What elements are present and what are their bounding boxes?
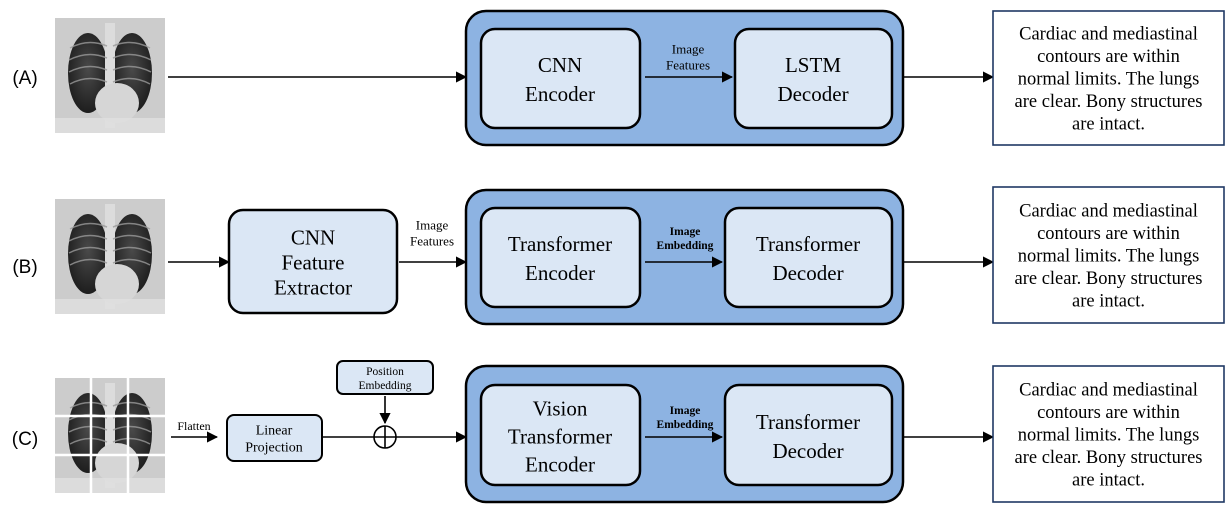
report-b-text-line: are clear. Bony structures <box>1014 269 1202 289</box>
transformer-decoder-label-c-line: Decoder <box>772 439 843 463</box>
report-b-text-line: Cardiac and mediastinal <box>1019 201 1198 221</box>
image-features-label-b-line: Features <box>410 234 454 249</box>
image-features-label-a-line: Image <box>672 42 705 57</box>
vision-transformer-encoder-block <box>479 383 642 487</box>
image-features-label-b-line: Image <box>416 218 449 233</box>
cnn-encoder-label-line: Encoder <box>525 82 595 106</box>
circle-plus-icon <box>373 425 397 449</box>
vision-transformer-encoder-label-line: Transformer <box>508 424 612 448</box>
cnn-feature-extractor-block <box>227 208 399 315</box>
report-a-text-line: are clear. Bony structures <box>1014 92 1202 112</box>
lstm-decoder-label: LSTM Decoder <box>777 53 848 106</box>
lstm-decoder-block <box>733 27 894 130</box>
report-b-text-line: contours are within <box>1037 224 1180 244</box>
cnn-feature-extractor-label-line: Extractor <box>274 275 352 299</box>
report-b <box>992 186 1225 324</box>
transformer-encoder-label-b-line: Encoder <box>525 261 595 285</box>
report-b-text-line: are intact. <box>1072 291 1145 311</box>
image-embedding-label-c-line: Image <box>670 405 701 417</box>
transformer-decoder-label-c-line: Transformer <box>756 410 860 434</box>
lstm-decoder-label-line: Decoder <box>777 82 848 106</box>
position-embedding-block <box>336 360 434 395</box>
cnn-encoder-label-line: CNN <box>538 53 582 77</box>
report-a-text-line: contours are within <box>1037 47 1180 67</box>
report-b-text-line: normal limits. The lungs <box>1018 246 1200 266</box>
cnn-encoder-block <box>479 27 642 130</box>
transformer-encoder-label-b-line: Transformer <box>508 232 612 256</box>
transformer-decoder-block-b <box>723 206 894 309</box>
report-c-text-line: contours are within <box>1037 403 1180 423</box>
report-a-text: Cardiac and mediastinal contours are with… <box>1014 24 1202 134</box>
linear-projection-block <box>226 414 323 462</box>
transformer-decoder-label-b-line: Decoder <box>772 261 843 285</box>
transformer-decoder-label-b-line: Transformer <box>756 232 860 256</box>
patch-grid <box>55 378 165 493</box>
linear-projection-label-line: Linear <box>256 423 293 438</box>
report-b-text: Cardiac and mediastinal contours are with… <box>1014 201 1202 311</box>
report-a-text-line: normal limits. The lungs <box>1018 69 1200 89</box>
chest-xray-icon <box>54 17 166 134</box>
flatten-label: Flatten <box>177 419 210 433</box>
cnn-feature-extractor-label-line: CNN <box>291 225 335 249</box>
transformer-encoder-block-b <box>479 206 642 309</box>
position-embedding-label-line: Embedding <box>358 380 411 392</box>
report-c-text-line: Cardiac and mediastinal <box>1019 380 1198 400</box>
report-c-text-line: are clear. Bony structures <box>1014 448 1202 468</box>
chest-xray-icon <box>54 377 166 494</box>
linear-projection-label-line: Projection <box>245 440 303 455</box>
row-label-c: (C) <box>12 429 38 450</box>
report-a-text-line: are intact. <box>1072 114 1145 134</box>
image-features-label-a-line: Features <box>666 58 710 73</box>
report-c <box>992 365 1225 503</box>
report-c-text: Cardiac and mediastinal contours are with… <box>1014 380 1202 490</box>
image-embedding-label-c-line: Embedding <box>657 419 714 431</box>
report-c-text-line: normal limits. The lungs <box>1018 425 1200 445</box>
lstm-decoder-label-line: LSTM <box>785 53 841 77</box>
report-c-text-line: are intact. <box>1072 470 1145 490</box>
row-label-a: (A) <box>12 68 37 89</box>
cnn-encoder-label: CNN Encoder <box>525 53 595 106</box>
row-label-b: (B) <box>12 257 37 278</box>
position-embedding-label-line: Position <box>366 366 404 378</box>
vision-transformer-encoder-label-line: Vision <box>533 396 588 420</box>
chest-xray-icon <box>54 198 166 315</box>
cnn-feature-extractor-label-line: Feature <box>282 250 345 274</box>
report-a-text-line: Cardiac and mediastinal <box>1019 24 1198 44</box>
transformer-decoder-block-c <box>723 383 894 487</box>
report-a <box>992 10 1225 146</box>
image-embedding-label-b-line: Embedding <box>657 240 714 252</box>
vision-transformer-encoder-label-line: Encoder <box>525 452 595 476</box>
image-embedding-label-b-line: Image <box>670 226 701 238</box>
